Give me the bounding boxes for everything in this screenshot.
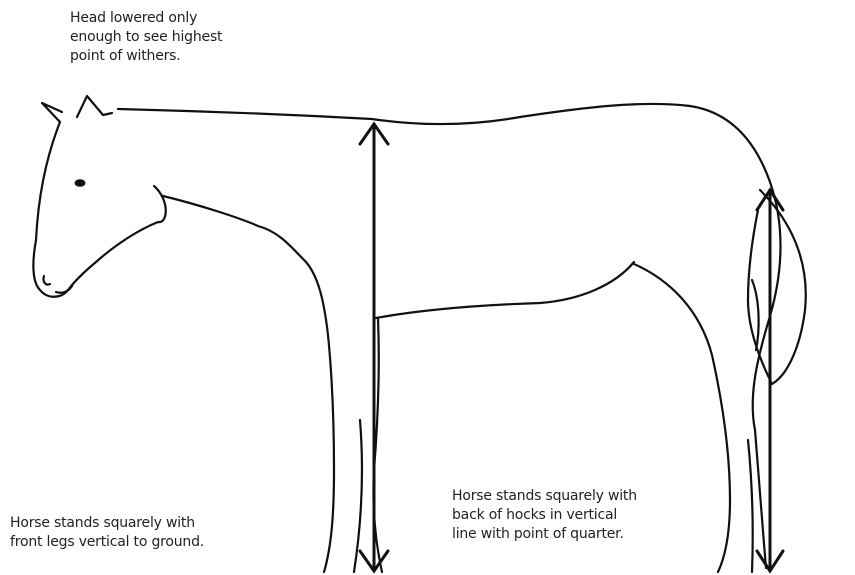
- caption-line: enough to see highest: [70, 28, 222, 47]
- horse-jaw: [154, 186, 166, 222]
- horse-tail-strand: [752, 280, 759, 350]
- caption-line: point of withers.: [70, 47, 222, 66]
- horse-ear-front: [77, 96, 112, 117]
- hind-legs-caption: Horse stands squarely with back of hocks…: [452, 487, 637, 544]
- caption-line: Head lowered only: [70, 9, 222, 28]
- caption-line: Horse stands squarely with: [10, 514, 204, 533]
- horse-head: [33, 122, 158, 297]
- caption-line: line with point of quarter.: [452, 525, 637, 544]
- horse-outline: [33, 96, 805, 572]
- horse-foreleg-front: [354, 420, 362, 572]
- horse-ear-back: [42, 103, 62, 122]
- withers-height-arrow: [360, 124, 388, 571]
- head-position-caption: Head lowered only enough to see highest …: [70, 9, 222, 66]
- horse-hindleg-back: [748, 440, 753, 572]
- horse-belly: [376, 262, 634, 318]
- horse-topline: [118, 104, 781, 568]
- caption-line: back of hocks in vertical: [452, 506, 637, 525]
- caption-line: front legs vertical to ground.: [10, 533, 204, 552]
- horse-hindleg-front: [634, 264, 730, 572]
- horse-nostril-icon: [43, 276, 50, 285]
- horse-eye-icon: [75, 179, 86, 187]
- front-legs-caption: Horse stands squarely with front legs ve…: [10, 514, 204, 552]
- caption-line: Horse stands squarely with: [452, 487, 637, 506]
